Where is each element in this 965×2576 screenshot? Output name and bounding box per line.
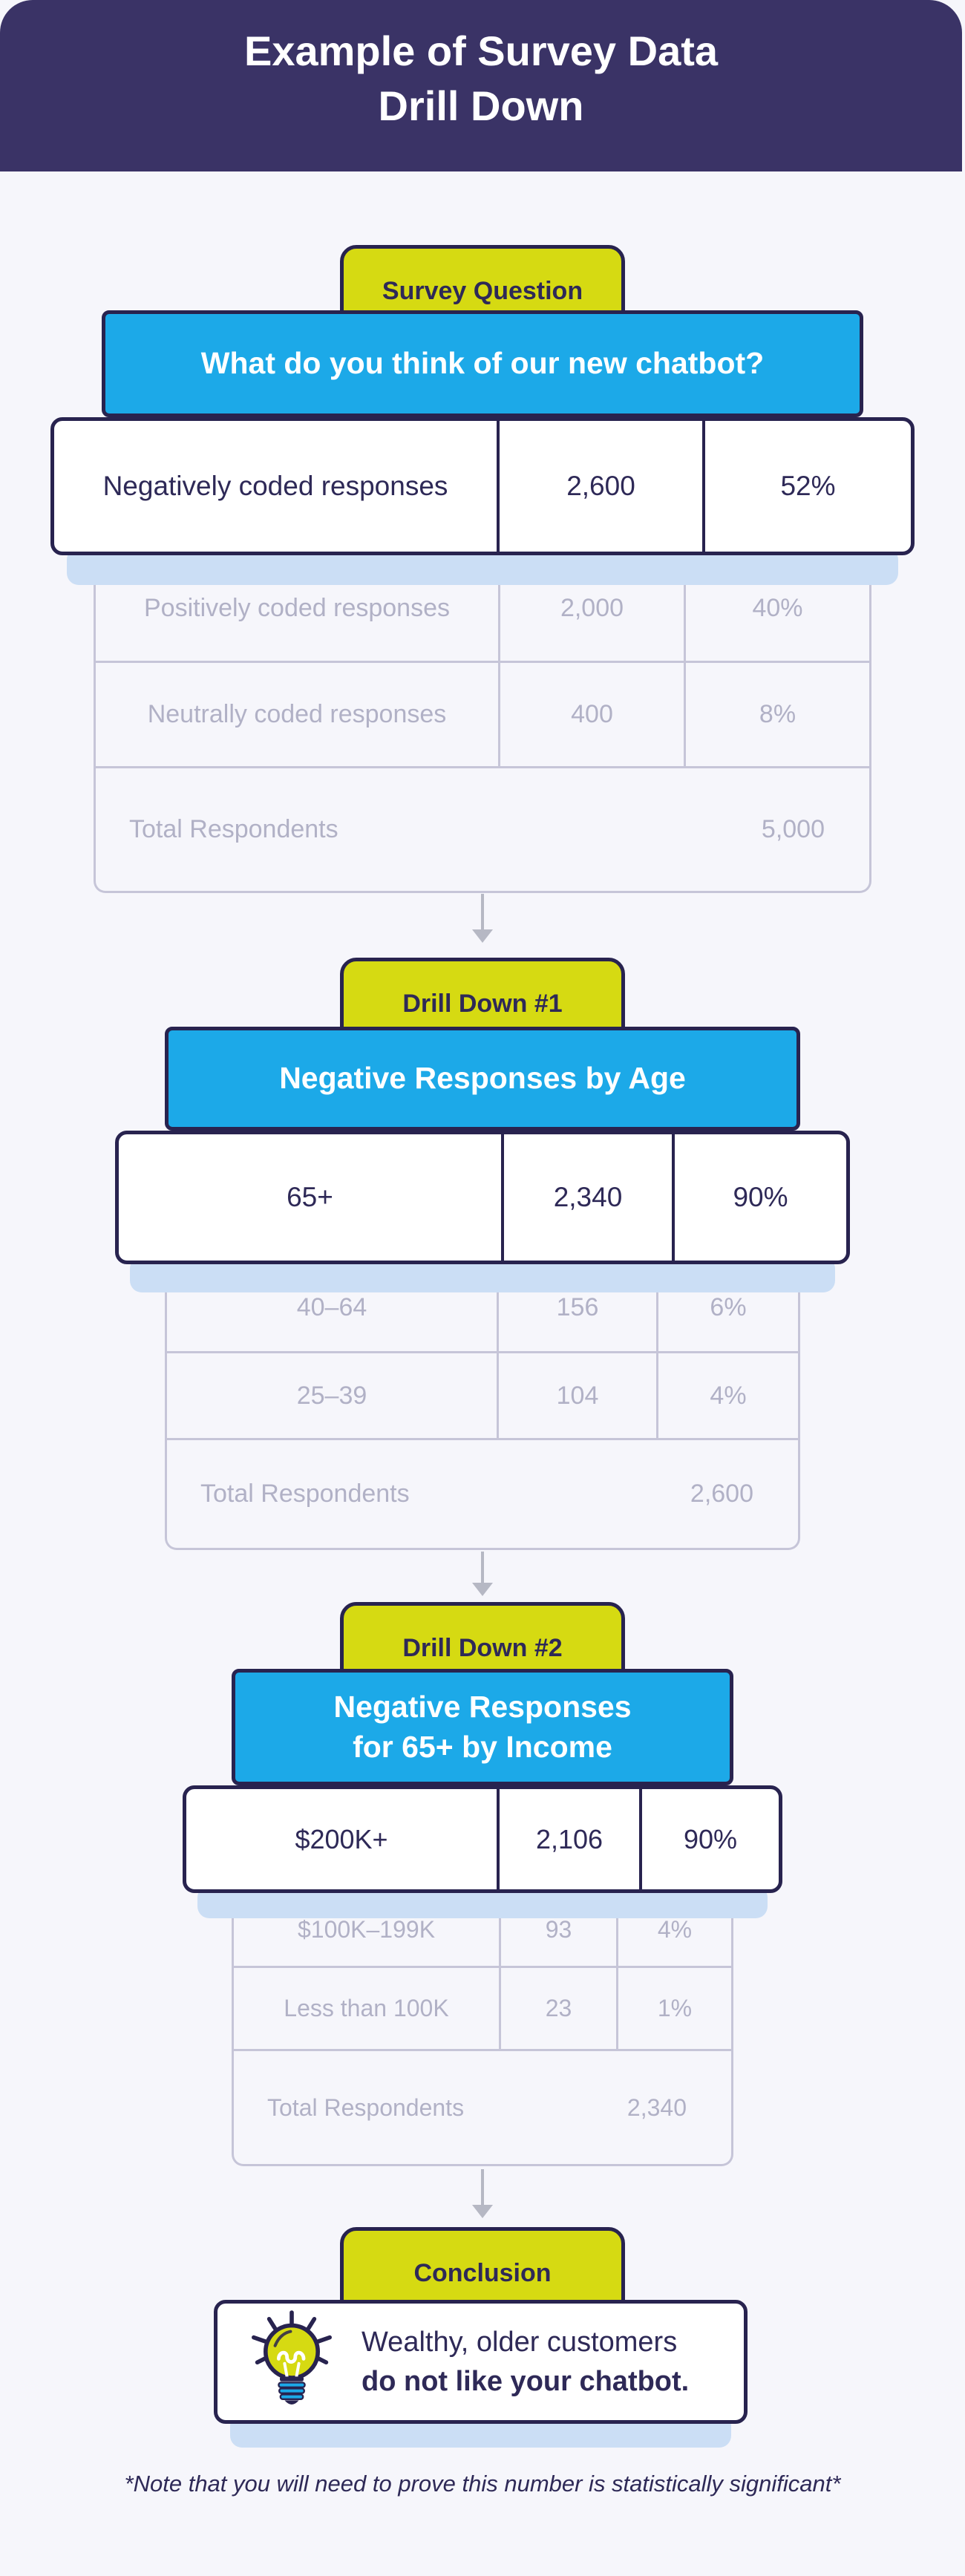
section3-highlight-row: $200K+ 2,106 90%: [183, 1785, 782, 1893]
total-row: Total Respondents 5,000: [96, 766, 869, 891]
arrow-head: [472, 929, 493, 943]
total-label: Total Respondents: [267, 2093, 465, 2121]
table-row: 40–64 156 6%: [167, 1264, 798, 1351]
down-arrow-icon: [468, 2169, 497, 2218]
conclusion-line2: do not like your chatbot.: [362, 2365, 690, 2397]
total-value: 2,600: [690, 1480, 753, 1508]
row-label: 25–39: [296, 1381, 367, 1410]
down-arrow-icon: [468, 894, 497, 943]
row-percent: 6%: [656, 1264, 798, 1351]
total-row: Total Respondents 2,340: [234, 2049, 731, 2164]
table-row: Positively coded responses 2,000 40%: [96, 555, 869, 661]
row-label: Neutrally coded responses: [147, 700, 447, 728]
total-value: 2,340: [627, 2093, 687, 2121]
arrow-line: [481, 2169, 484, 2205]
row-label: Less than 100K: [284, 1995, 449, 2021]
row-count: 2,106: [497, 1789, 639, 1889]
section3-header: Negative Responses for 65+ by Income: [232, 1669, 733, 1785]
row-label: $100K–199K: [297, 1915, 436, 1943]
row-percent: 52%: [702, 421, 911, 552]
down-arrow-icon: [468, 1552, 497, 1596]
row-count: 400: [498, 663, 684, 766]
table-row: 25–39 104 4%: [167, 1351, 798, 1438]
conclusion-line1: Wealthy, older customers: [362, 2327, 678, 2358]
row-label: 65+: [287, 1182, 333, 1212]
row-count: 93: [499, 1893, 616, 1966]
conclusion-text: Wealthy, older customers do not like you…: [362, 2323, 689, 2401]
footnote: *Note that you will need to prove this n…: [124, 2471, 841, 2497]
row-percent: 8%: [684, 663, 869, 766]
row-percent: 4%: [656, 1353, 798, 1438]
section1-faded-table: Positively coded responses 2,000 40% Neu…: [94, 555, 871, 893]
table-row: Less than 100K 23 1%: [234, 1966, 731, 2049]
section1-header-line1: What do you think of our new chatbot?: [200, 346, 765, 381]
row-percent: 1%: [616, 1968, 731, 2049]
total-value: 5,000: [761, 815, 825, 843]
table-row: Neutrally coded responses 400 8%: [96, 661, 869, 766]
section3-header-line2: for 65+ by Income: [353, 1729, 612, 1764]
page-title-line1: Example of Survey Data: [243, 27, 719, 74]
section2-header: Negative Responses by Age: [165, 1027, 800, 1131]
row-percent: 4%: [616, 1893, 731, 1966]
total-row: Total Respondents 2,600: [167, 1438, 798, 1548]
table-row: $100K–199K 93 4%: [234, 1893, 731, 1966]
section1-highlight-row: Negatively coded responses 2,600 52%: [50, 417, 915, 555]
section3-faded-table: $100K–199K 93 4% Less than 100K 23 1% To…: [232, 1893, 733, 2166]
section2-header-line1: Negative Responses by Age: [279, 1061, 686, 1096]
total-label: Total Respondents: [200, 1480, 410, 1508]
row-percent: 40%: [684, 555, 869, 661]
row-count: 104: [497, 1353, 656, 1438]
section2-faded-table: 40–64 156 6% 25–39 104 4% Total Responde…: [165, 1264, 800, 1550]
page-title-line2: Drill Down: [378, 82, 584, 129]
row-percent: 90%: [639, 1789, 779, 1889]
row-count: 156: [497, 1264, 656, 1351]
row-count: 2,340: [501, 1134, 672, 1261]
lightbulb-icon: [244, 2309, 339, 2415]
row-count: 2,600: [497, 421, 702, 552]
conclusion-box: Wealthy, older customers do not like you…: [214, 2300, 748, 2424]
section1-header: What do you think of our new chatbot?: [102, 310, 863, 417]
arrow-head: [472, 1583, 493, 1596]
row-label: Positively coded responses: [143, 593, 450, 622]
total-label: Total Respondents: [129, 815, 338, 843]
section3-header-line1: Negative Responses: [333, 1690, 632, 1725]
arrow-line: [481, 894, 484, 929]
row-label: Negatively coded responses: [102, 471, 448, 501]
row-percent: 90%: [672, 1134, 846, 1261]
row-label: $200K+: [295, 1823, 388, 1854]
row-label: 40–64: [296, 1293, 367, 1321]
row-count: 23: [499, 1968, 616, 2049]
arrow-line: [481, 1552, 484, 1583]
section2-highlight-row: 65+ 2,340 90%: [115, 1131, 850, 1264]
title-banner: Example of Survey Data Drill Down: [0, 0, 962, 171]
arrow-head: [472, 2205, 493, 2218]
row-count: 2,000: [498, 555, 684, 661]
